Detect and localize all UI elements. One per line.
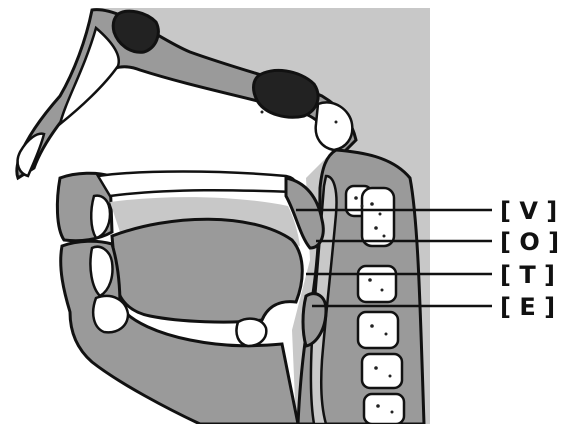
mandible-bone <box>93 296 128 332</box>
vertebra <box>362 188 394 246</box>
vertebra <box>362 354 402 388</box>
hard-palate <box>98 172 297 197</box>
label-uvular: [ O ] <box>500 228 559 256</box>
hyoid-bone <box>236 319 266 346</box>
vertebra <box>364 394 404 424</box>
vertebra <box>358 312 398 348</box>
tongue <box>112 219 302 322</box>
label-pharyngeal: [ T ] <box>500 261 555 289</box>
vertebra <box>358 266 396 302</box>
label-velar: [ V ] <box>500 197 557 225</box>
label-epiglottal: [ E ] <box>500 293 555 321</box>
